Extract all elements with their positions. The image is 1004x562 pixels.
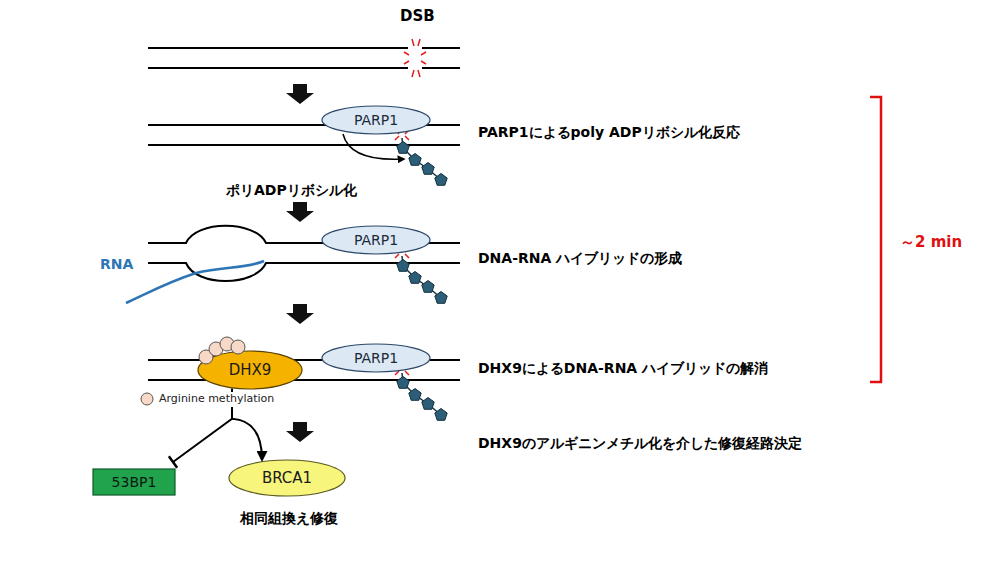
adp-ribose bbox=[397, 260, 409, 272]
adp-ribose bbox=[397, 377, 409, 389]
outcome-label: 相同組換え修復 bbox=[240, 510, 338, 526]
step-arrow bbox=[286, 422, 314, 442]
step-arrow bbox=[286, 84, 314, 104]
adp-ribose bbox=[409, 272, 421, 284]
node-shape bbox=[322, 344, 430, 372]
node-shape bbox=[322, 226, 430, 254]
rna-label: RNA bbox=[100, 256, 133, 272]
process-label: ポリADPリボシル化 bbox=[226, 182, 357, 198]
protein-ellipse: PARP1 bbox=[321, 343, 431, 373]
node-label: PARP1 bbox=[354, 232, 398, 248]
node-shape bbox=[322, 106, 430, 134]
chain-link bbox=[402, 373, 441, 415]
protein-ellipse: PARP1 bbox=[321, 225, 431, 255]
adp-ribose bbox=[435, 174, 447, 186]
step-description: DHX9によるDNA-RNA ハイブリッドの解消 bbox=[478, 360, 768, 376]
chain-link bbox=[402, 256, 441, 298]
dna-strands bbox=[148, 48, 460, 68]
break-label: DSB bbox=[400, 8, 435, 25]
methylation-mark bbox=[220, 337, 234, 351]
protein-ellipse: PARP1 bbox=[321, 105, 431, 135]
node-label: PARP1 bbox=[354, 350, 398, 366]
node-label: DHX9 bbox=[229, 361, 272, 379]
node-shape bbox=[198, 351, 302, 389]
pathway-box: 53BP1 bbox=[92, 468, 176, 496]
step-description: DNA-RNA ハイブリッドの形成 bbox=[478, 250, 682, 266]
adp-ribose bbox=[435, 409, 447, 421]
dna-strands-bubble bbox=[148, 226, 460, 281]
par-chain bbox=[397, 373, 447, 420]
step-arrow bbox=[286, 202, 314, 222]
par-chain bbox=[397, 256, 447, 303]
rna-strand bbox=[126, 261, 264, 303]
adp-ribose bbox=[422, 398, 434, 410]
node-shape bbox=[93, 469, 175, 495]
time-bracket bbox=[870, 97, 881, 382]
adp-ribose bbox=[409, 389, 421, 401]
step-arrow bbox=[286, 304, 314, 324]
helicase-ellipse: DHX9 bbox=[197, 350, 303, 390]
step-description: PARP1によるpoly ADPリボシル化反応 bbox=[478, 124, 740, 140]
adp-ribose bbox=[422, 163, 434, 175]
par-chain bbox=[397, 138, 447, 185]
adp-ribose bbox=[397, 142, 409, 154]
step-description: DHX9のアルギニンメチル化を介した修復経路決定 bbox=[478, 435, 802, 451]
node-label: BRCA1 bbox=[262, 469, 312, 487]
node-label: 53BP1 bbox=[112, 474, 157, 490]
parylation-arrow bbox=[343, 134, 404, 159]
time-label: ～2 min bbox=[900, 234, 962, 251]
node-shape bbox=[229, 460, 345, 496]
legend-label: Arginine methylation bbox=[157, 392, 276, 407]
break-burst bbox=[404, 39, 426, 77]
adp-ribose bbox=[409, 154, 421, 166]
node-label: PARP1 bbox=[354, 112, 398, 128]
chain-link bbox=[402, 138, 441, 180]
adp-ribose bbox=[435, 292, 447, 304]
methylation-symbol bbox=[141, 393, 153, 405]
adp-ribose bbox=[422, 281, 434, 293]
repair-ellipse: BRCA1 bbox=[228, 459, 346, 497]
